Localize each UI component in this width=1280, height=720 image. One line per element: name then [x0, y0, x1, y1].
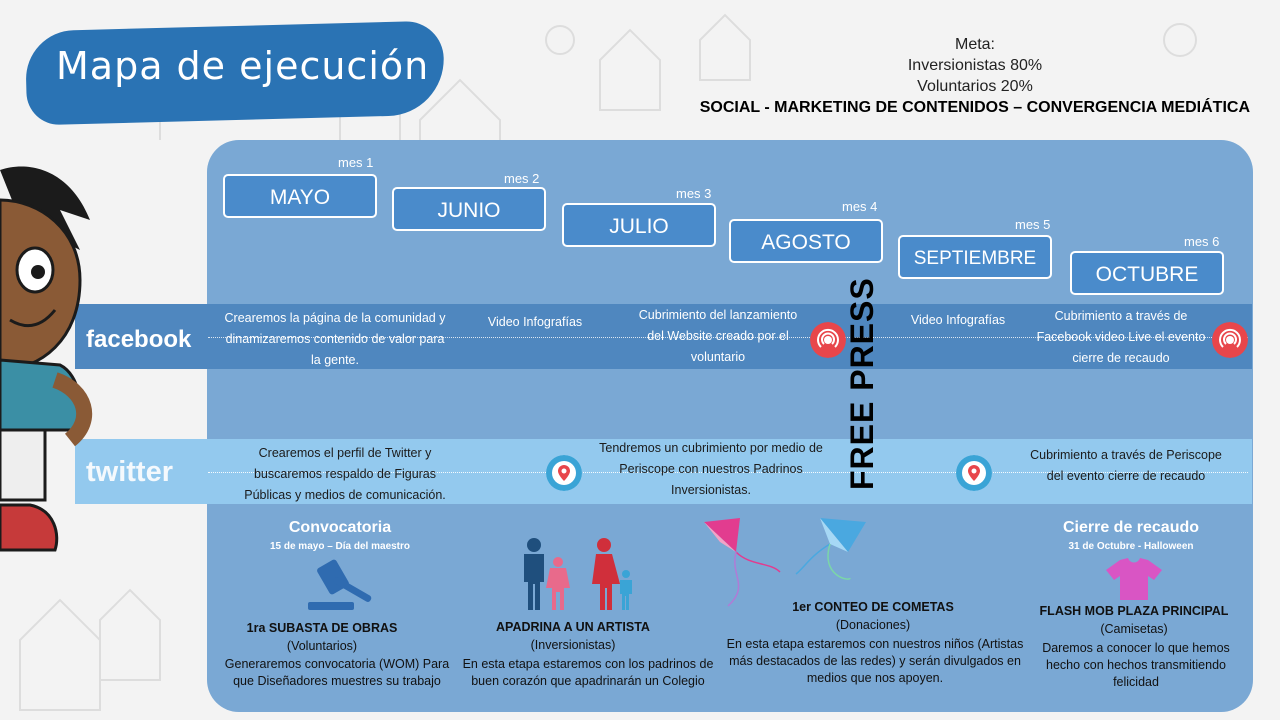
month-number-2: mes 2: [504, 171, 540, 186]
gavel-icon: [308, 559, 372, 610]
live-broadcast-icon: [810, 322, 846, 358]
meta-line-1: Inversionistas 80%: [907, 57, 1043, 74]
month-box-julio: JULIO: [562, 203, 716, 247]
block-3-sub: (Donaciones): [835, 618, 911, 632]
facebook-item-3: Cubrimiento del lanzamiento del Website …: [638, 308, 798, 364]
twitter-logo: twitter: [86, 456, 173, 488]
meta-line-2: Voluntarios 20%: [917, 78, 1033, 95]
month-box-agosto: AGOSTO: [729, 219, 883, 263]
periscope-icon: [546, 455, 582, 491]
convocatoria-title: Convocatoria: [288, 519, 392, 536]
convocatoria-date: 15 de mayo – Día del maestro: [269, 541, 411, 552]
twitter-timeline-line: [208, 472, 1248, 473]
family-icon: [524, 538, 632, 610]
month-number-6: mes 6: [1184, 234, 1220, 249]
block-1-sub: (Voluntarios): [286, 639, 358, 653]
twitter-item-1: Crearemos el perfil de Twitter y buscare…: [244, 446, 446, 502]
month-number-4: mes 4: [842, 199, 878, 214]
block-4-head: FLASH MOB PLAZA PRINCIPAL: [1039, 604, 1229, 618]
subtitle: SOCIAL - MARKETING DE CONTENIDOS – CONVE…: [699, 99, 1250, 116]
cierre-date: 31 de Octubre - Halloween: [1068, 541, 1194, 552]
facebook-item-4: Video Infografías: [910, 313, 1006, 327]
month-box-octubre: OCTUBRE: [1070, 251, 1224, 295]
periscope-icon: [956, 455, 992, 491]
block-1-desc: Generaremos convocatoria (WOM) Para que …: [224, 657, 450, 688]
block-3-desc: En esta etapa estaremos con nuestros niñ…: [726, 637, 1024, 685]
meta-block: Meta: Inversionistas 80% Voluntarios 20%: [880, 34, 1070, 97]
facebook-item-2: Video Infografías: [487, 315, 583, 329]
month-number-5: mes 5: [1015, 217, 1051, 232]
facebook-logo: facebook: [86, 326, 192, 353]
facebook-item-5: Cubrimiento a través de Facebook video L…: [1036, 309, 1206, 365]
block-2-sub: (Inversionistas): [530, 638, 616, 652]
page-title: Mapa de ejecución: [56, 44, 430, 88]
block-4-sub: (Camisetas): [1100, 622, 1168, 636]
facebook-item-1: Crearemos la página de la comunidad y di…: [224, 311, 446, 367]
kite-icon: [704, 518, 866, 607]
block-2-head: APADRINA A UN ARTISTA: [496, 620, 650, 634]
month-number-1: mes 1: [338, 155, 374, 170]
facebook-band: [75, 304, 1252, 369]
block-2-desc: En esta etapa estaremos con los padrinos…: [462, 657, 714, 688]
live-broadcast-icon: [1212, 322, 1248, 358]
twitter-item-3: Cubrimiento a través de Periscope del ev…: [1030, 448, 1222, 483]
block-3-head: 1er CONTEO DE COMETAS: [792, 600, 954, 614]
facebook-timeline-line: [208, 337, 1248, 338]
twitter-band: [75, 439, 1252, 504]
block-1-head: 1ra SUBASTA DE OBRAS: [246, 621, 398, 635]
month-box-septiembre: SEPTIEMBRE: [898, 235, 1052, 279]
twitter-item-2: Tendremos un cubrimiento por medio de Pe…: [599, 441, 823, 497]
month-box-mayo: MAYO: [223, 174, 377, 218]
tshirt-icon: [1106, 558, 1162, 600]
free-press-label: FREE PRESS: [844, 277, 880, 490]
block-4-desc: Daremos a conocer lo que hemos hecho con…: [1042, 641, 1230, 689]
cierre-title: Cierre de recaudo: [1062, 519, 1200, 536]
month-number-3: mes 3: [676, 186, 712, 201]
meta-heading: Meta:: [954, 36, 995, 53]
boy-character: [0, 166, 93, 552]
month-box-junio: JUNIO: [392, 187, 546, 231]
